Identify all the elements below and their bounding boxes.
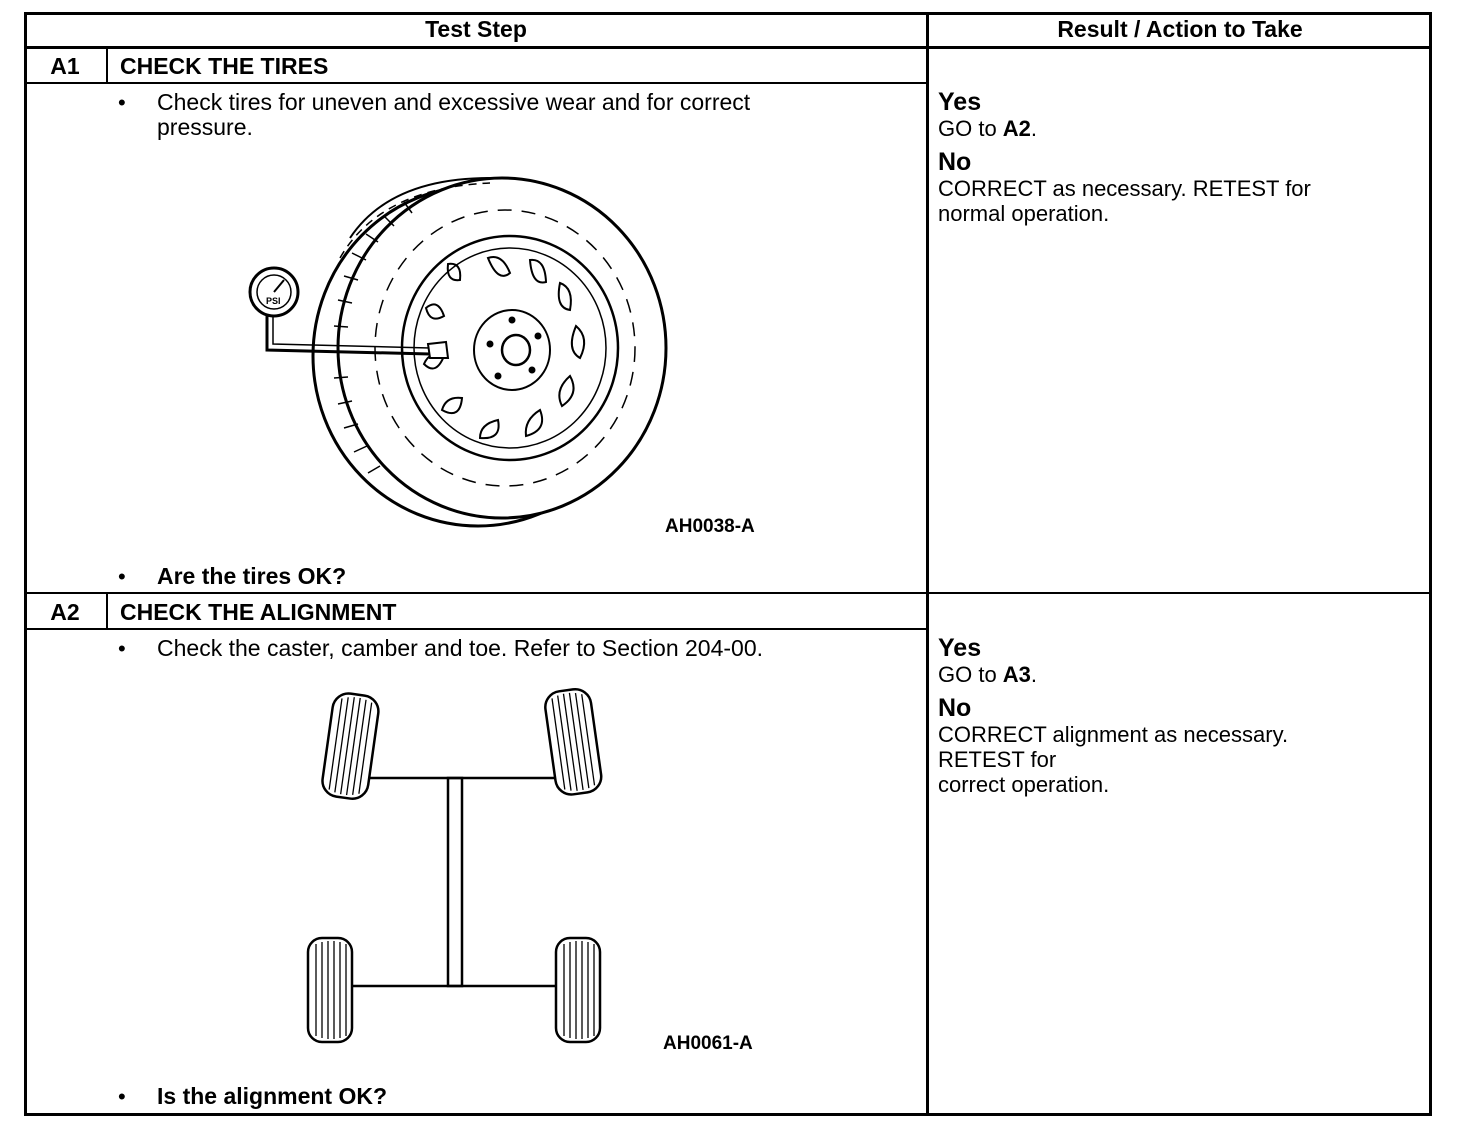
step-title: CHECK THE TIRES bbox=[120, 53, 329, 79]
bullet: • bbox=[118, 564, 126, 589]
goto-link[interactable]: A2 bbox=[1002, 116, 1031, 141]
test-step-table bbox=[24, 12, 1432, 1116]
result-no-label: No bbox=[938, 148, 972, 176]
result-no-action-continued: correct operation. bbox=[938, 772, 1110, 797]
a1-title-divider bbox=[24, 82, 928, 84]
step-question: Are the tires OK? bbox=[157, 563, 347, 589]
result-yes-action: GO to A3. bbox=[938, 662, 1408, 687]
figure-reference: AH0038-A bbox=[665, 516, 755, 537]
a2-id-divider bbox=[106, 593, 108, 629]
step-instruction: Check the caster, camber and toe. Refer … bbox=[157, 635, 764, 661]
step-divider bbox=[24, 592, 1432, 594]
action-text: . bbox=[1030, 116, 1038, 141]
step-id: A2 bbox=[50, 599, 80, 625]
a1-id-divider bbox=[106, 47, 108, 83]
result-no-label: No bbox=[938, 694, 972, 722]
result-yes-label: Yes bbox=[938, 634, 982, 662]
action-text: GO to bbox=[938, 116, 1003, 141]
result-yes-action: GO to A2. bbox=[938, 116, 1408, 141]
step-question: Is the alignment OK? bbox=[157, 1083, 388, 1109]
a2-title-divider bbox=[24, 628, 928, 630]
action-text: GO to bbox=[938, 662, 1003, 687]
figure-reference: AH0061-A bbox=[663, 1033, 753, 1054]
step-id: A1 bbox=[50, 53, 80, 79]
result-no-action: CORRECT alignment as necessary. bbox=[938, 722, 1289, 747]
column-header-test-step: Test Step bbox=[425, 16, 527, 42]
action-text: . bbox=[1030, 662, 1038, 687]
step-instruction: Check tires for uneven and excessive wea… bbox=[157, 89, 751, 115]
bullet: • bbox=[118, 90, 126, 115]
result-yes-label: Yes bbox=[938, 88, 982, 116]
step-title: CHECK THE ALIGNMENT bbox=[120, 599, 397, 625]
result-no-action-continued: RETEST for bbox=[938, 747, 1057, 772]
header-divider bbox=[24, 46, 1432, 49]
alignment-figure bbox=[306, 687, 603, 1044]
bullet: • bbox=[118, 636, 126, 661]
result-no-action-continued: normal operation. bbox=[938, 201, 1110, 226]
bullet: • bbox=[118, 1084, 126, 1109]
column-header-result-action: Result / Action to Take bbox=[1057, 16, 1303, 42]
column-divider bbox=[926, 12, 929, 1116]
gauge-label: PSI bbox=[266, 296, 281, 306]
goto-link[interactable]: A3 bbox=[1002, 662, 1031, 687]
step-instruction-continued: pressure. bbox=[157, 114, 253, 140]
result-no-action: CORRECT as necessary. RETEST for bbox=[938, 176, 1311, 201]
tire-pressure-figure: PSI bbox=[248, 176, 668, 528]
